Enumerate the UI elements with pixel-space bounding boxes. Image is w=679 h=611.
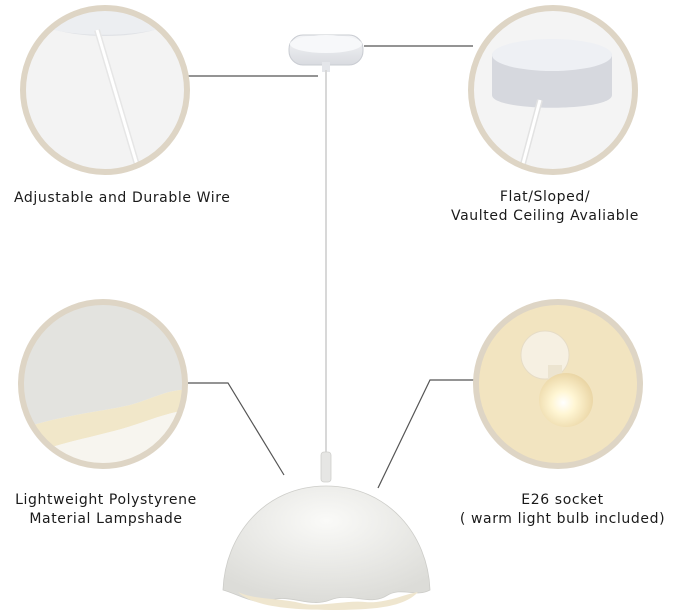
label-line: Material Lampshade bbox=[29, 511, 183, 527]
label-ceiling: Flat/Sloped/ Vaulted Ceiling Avaliable bbox=[420, 188, 670, 226]
label-line: Adjustable and Durable Wire bbox=[14, 190, 231, 206]
label-line: Lightweight Polystyrene bbox=[15, 492, 197, 508]
label-socket: E26 socket ( warm light bulb included) bbox=[440, 491, 679, 529]
label-lampshade: Lightweight Polystyrene Material Lampsha… bbox=[0, 491, 212, 529]
lampshade bbox=[222, 485, 431, 603]
zoom-socket bbox=[473, 299, 643, 469]
label-line: Flat/Sloped/ bbox=[499, 189, 591, 205]
zoom-ceiling-canopy bbox=[468, 5, 638, 175]
zoom-wire bbox=[20, 5, 190, 175]
label-line: E26 socket bbox=[521, 492, 604, 508]
label-wire: Adjustable and Durable Wire bbox=[14, 189, 231, 208]
label-line: Vaulted Ceiling Avaliable bbox=[451, 208, 639, 224]
leader-lines bbox=[186, 45, 478, 489]
label-line: ( warm light bulb included) bbox=[459, 511, 666, 527]
zoom-lampshade bbox=[18, 299, 188, 469]
bulb-icon bbox=[539, 373, 593, 427]
pendant-lamp bbox=[222, 34, 431, 610]
